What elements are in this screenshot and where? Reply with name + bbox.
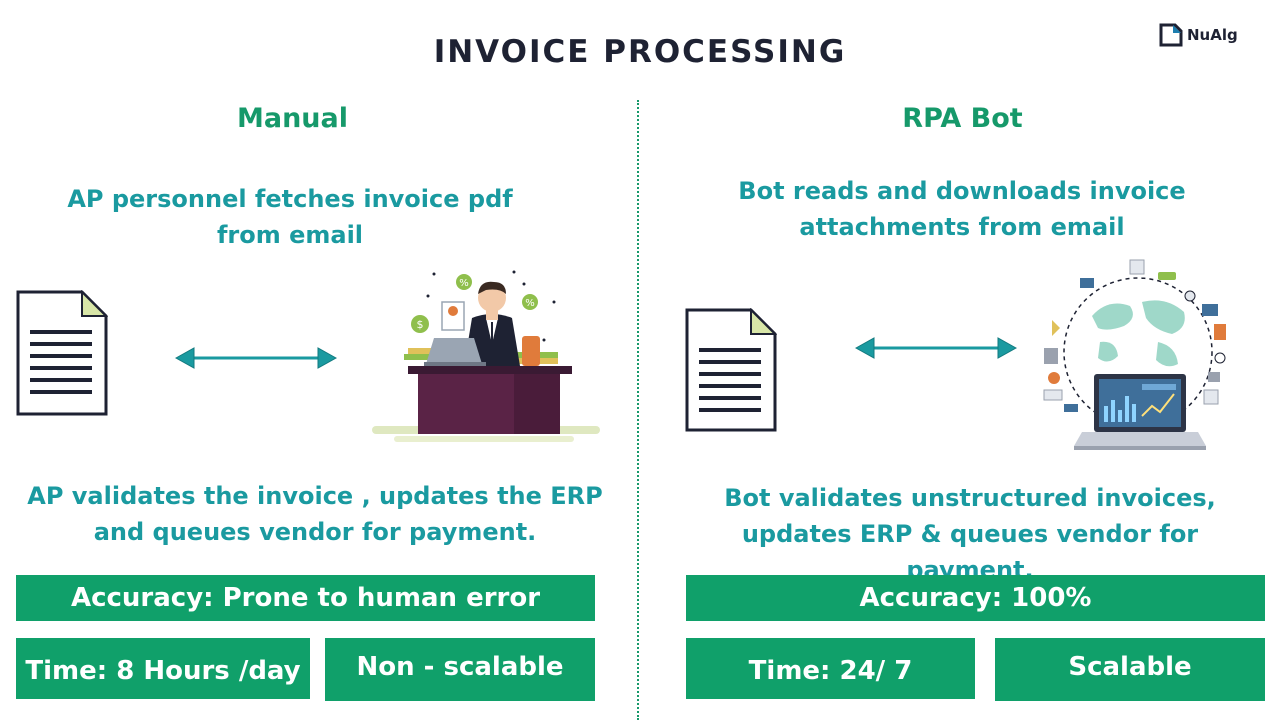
manual-accuracy-bar: Accuracy: Prone to human error bbox=[16, 575, 595, 621]
office-worker-illustration: % % $ bbox=[372, 270, 600, 442]
svg-text:%: % bbox=[525, 298, 535, 309]
svg-text:$: $ bbox=[417, 318, 424, 331]
rpa-step-fetch: Bot reads and downloads invoice attachme… bbox=[738, 177, 1186, 241]
rpa-accuracy-bar: Accuracy: 100% bbox=[686, 575, 1265, 621]
invoice-document-icon bbox=[685, 308, 777, 432]
rpa-heading: RPA Bot bbox=[902, 103, 1023, 134]
exchange-arrow-icon bbox=[174, 347, 338, 369]
rpa-scalability-bar: Scalable bbox=[995, 638, 1265, 701]
manual-step-fetch: AP personnel fetches invoice pdf from em… bbox=[67, 185, 513, 249]
page-title: INVOICE PROCESSING bbox=[433, 34, 847, 70]
manual-scalability-bar: Non - scalable bbox=[325, 638, 595, 701]
manual-heading: Manual bbox=[236, 103, 348, 134]
brand-logo: NuAlg bbox=[1158, 22, 1238, 48]
corner-bracket-icon bbox=[1159, 23, 1183, 47]
svg-text:%: % bbox=[459, 278, 469, 289]
manual-step-validate: AP validates the invoice , updates the E… bbox=[27, 482, 603, 546]
rpa-bot-laptop-illustration bbox=[1043, 259, 1226, 450]
manual-time-bar: Time: 8 Hours /day bbox=[16, 638, 310, 699]
rpa-step-validate: Bot validates unstructured invoices, upd… bbox=[724, 484, 1216, 584]
rpa-time-bar: Time: 24/ 7 bbox=[686, 638, 975, 699]
invoice-document-icon bbox=[16, 290, 108, 416]
column-divider bbox=[637, 100, 639, 720]
exchange-arrow-icon bbox=[854, 337, 1018, 359]
brand-name: NuAlg bbox=[1187, 26, 1238, 44]
